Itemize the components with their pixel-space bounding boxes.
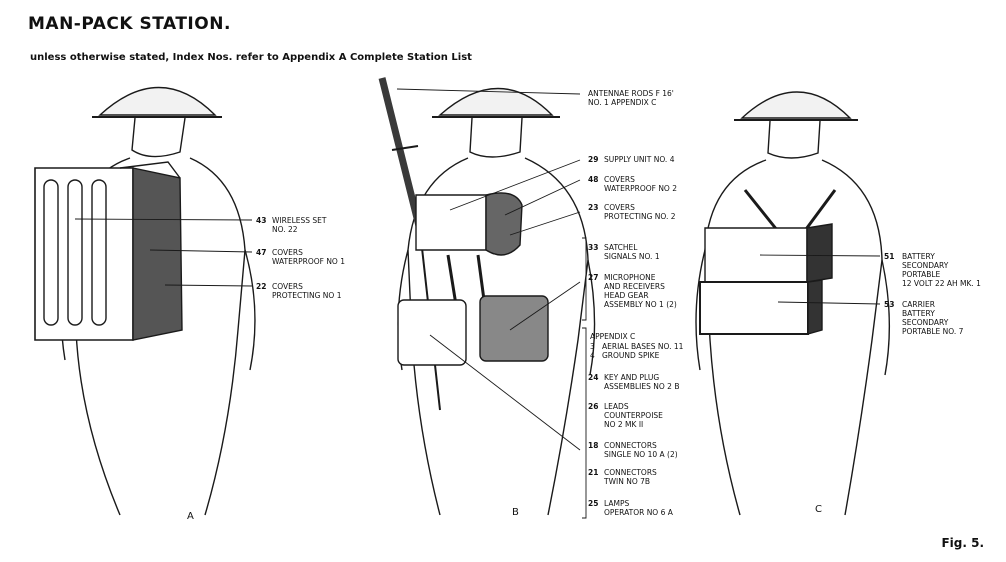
callout-b-4-text: COVERS PROTECTING No. 2: [604, 203, 676, 221]
callout-c-2-text: CARRIER BATTERY SECONDARY PORTABLE No. 7: [902, 300, 964, 336]
callout-b-lower-2-text: LEADS COUNTERPOISE No 2 MK II: [604, 402, 663, 429]
callout-a-3-text: COVERS PROTECTING No 1: [272, 282, 342, 300]
figure-c-soldier: [696, 92, 889, 515]
callout-a-1-num: 43: [256, 216, 267, 225]
figure-a-leaders: [75, 219, 252, 286]
panel-label-a: A: [187, 511, 194, 522]
callout-b-lower-1-num: 24: [588, 373, 599, 382]
page-title: MAN-PACK STATION.: [28, 14, 231, 34]
callout-b-6-num: 27: [588, 273, 599, 282]
callout-b-6-text: MICROPHONE AND RECEIVERS HEAD GEAR ASSEM…: [604, 273, 677, 309]
figure-number: Fig. 5.: [941, 536, 984, 550]
callout-b-2-text: SUPPLY UNIT No. 4: [604, 155, 675, 164]
callout-c-1-text: BATTERY SECONDARY PORTABLE 12 VOLT 22 Ah…: [902, 252, 981, 288]
callout-b-lower-2-num: 26: [588, 402, 599, 411]
page-subtitle: unless otherwise stated, Index Nos. refe…: [30, 52, 472, 63]
callout-b-lower-4-num: 21: [588, 468, 599, 477]
panel-label-b: B: [512, 507, 519, 518]
figure-b-leaders: [397, 89, 586, 518]
figure-a-wireless-set: [35, 162, 182, 340]
appendix-c-heading: APPENDIX C: [590, 332, 636, 341]
callout-a-1-text: WIRELESS SET No. 22: [272, 216, 327, 234]
callout-b-3-num: 48: [588, 175, 599, 184]
callout-b-lower-4-text: CONNECTORS TWIN No 7B: [604, 468, 657, 486]
callout-b-lower-3-text: CONNECTORS SINGLE No 10 A (2): [604, 441, 678, 459]
callout-c-2-num: 53: [884, 300, 895, 309]
callout-a-2-text: COVERS WATERPROOF No 1: [272, 248, 345, 266]
callout-a-3-num: 22: [256, 282, 267, 291]
figure-c-leaders: [760, 255, 880, 304]
callout-b-3-text: COVERS WATERPROOF No 2: [604, 175, 677, 193]
callout-b-lower-5-num: 25: [588, 499, 599, 508]
callout-b-lower-1-text: KEY AND PLUG ASSEMBLIES No 2 B: [604, 373, 680, 391]
panel-label-c: C: [815, 504, 822, 515]
callout-c-1-num: 51: [884, 252, 895, 261]
callout-b-antenna-text: ANTENNAE RODS F 16' No. 1 APPENDIX C: [588, 89, 674, 107]
figure-b-satchels: [398, 255, 548, 365]
appendix-c-item-2-text: GROUND SPIKE: [602, 351, 660, 360]
figure-b-supply-unit: [416, 193, 522, 255]
appendix-c-item-2-num: 4: [590, 351, 595, 360]
callout-b-5-text: SATCHEL SIGNALS No. 1: [604, 243, 660, 261]
callout-b-lower-5-text: LAMPS OPERATOR No 6 A: [604, 499, 673, 517]
callout-b-5-num: 33: [588, 243, 599, 252]
callout-b-2-num: 29: [588, 155, 599, 164]
callout-b-lower-3-num: 18: [588, 441, 599, 450]
figure-c-battery: [700, 190, 835, 334]
callout-b-4-num: 23: [588, 203, 599, 212]
callout-a-2-num: 47: [256, 248, 267, 257]
appendix-c-item-1-text: AERIAL BASES No. 11: [602, 342, 684, 351]
appendix-c-item-1-num: 3: [590, 342, 595, 351]
